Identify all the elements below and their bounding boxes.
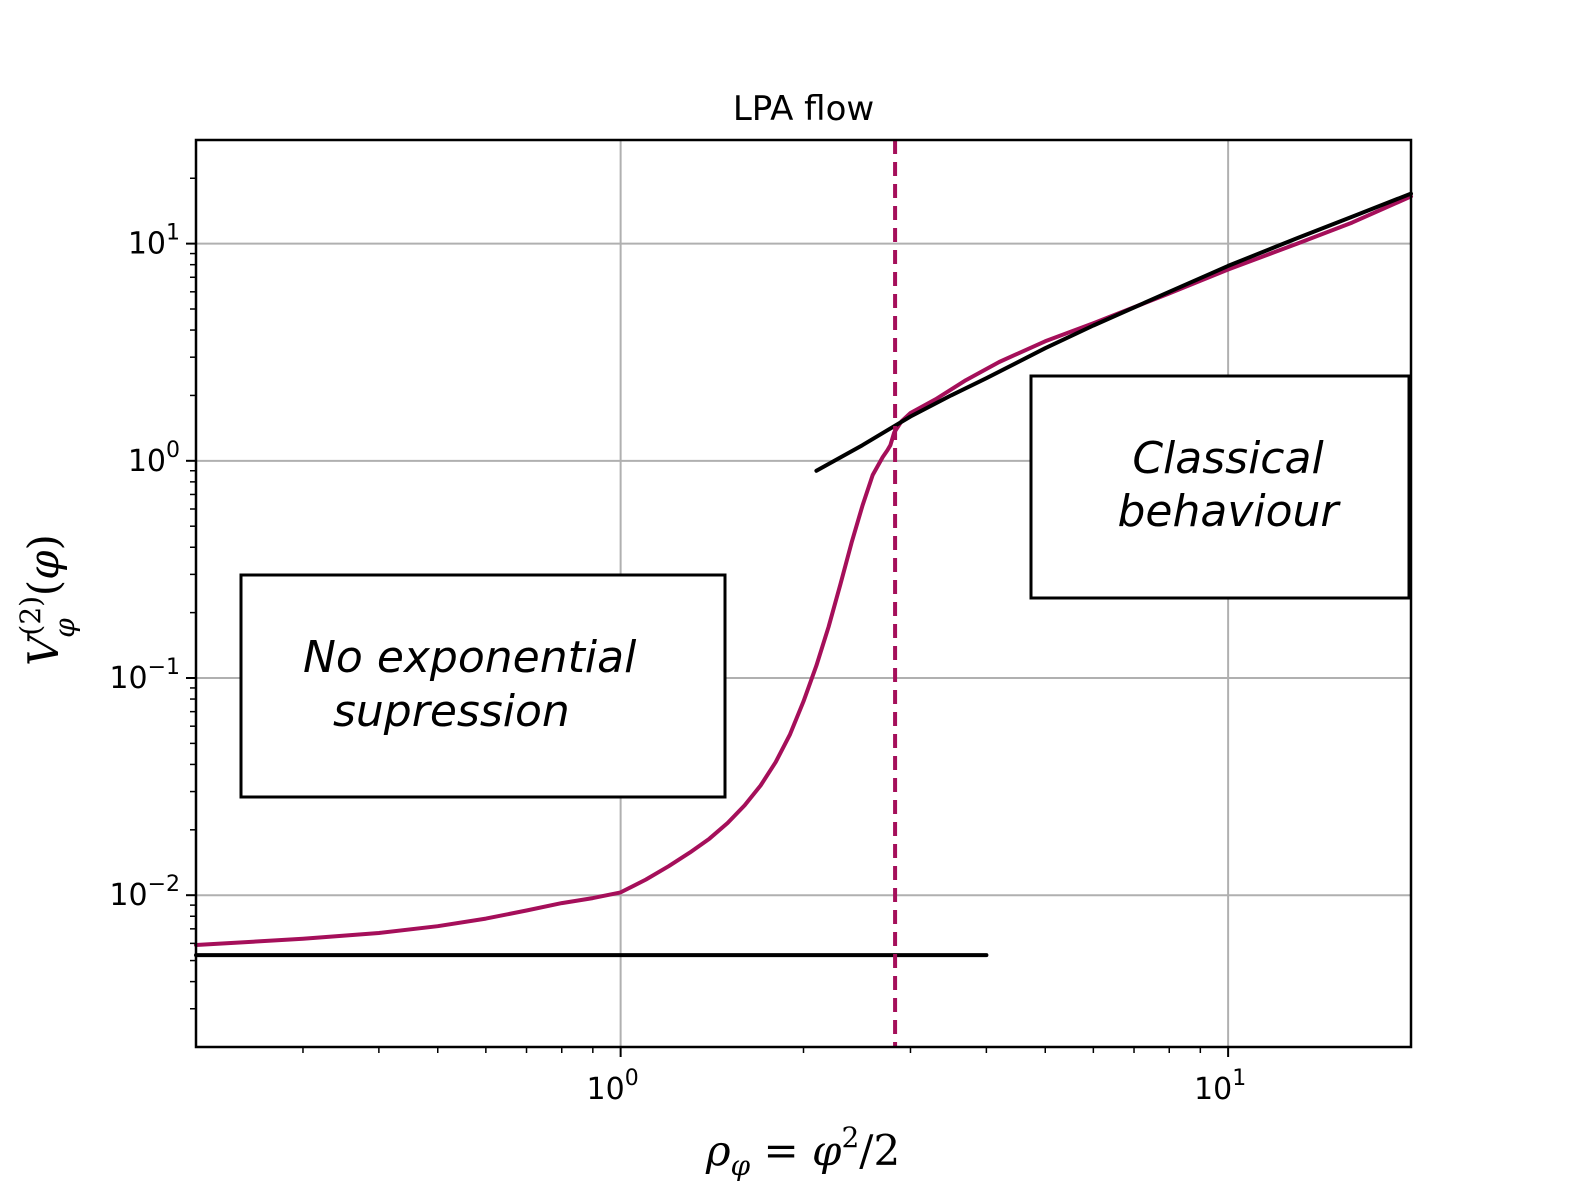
series-layer (194, 140, 1413, 1047)
x-axis-label-sub: φ (731, 1149, 751, 1182)
y-tick-label: 10−1 (109, 655, 180, 696)
y-axis-label-close: ) (19, 534, 68, 550)
annotation-text: behaviour (1117, 486, 1341, 537)
annotation-box (239, 573, 727, 799)
x-axis-label-rho: ρ (705, 1126, 731, 1175)
y-tick-base: 10 (128, 444, 166, 479)
x-tick-base: 10 (587, 1072, 625, 1107)
y-tick-exp: 0 (166, 438, 180, 463)
x-axis-label: ρφ = φ2/2 (705, 1121, 900, 1182)
y-axis-label-sup: (2) (14, 596, 47, 636)
y-axis-label-arg: ( (19, 580, 68, 596)
y-axis-label-phi: φ (19, 550, 68, 580)
annotation-box (1029, 374, 1411, 600)
y-axis-label: V(2)φ(φ) (14, 534, 81, 666)
y-tick-label: 101 (128, 221, 180, 262)
x-tick-base: 10 (1194, 1072, 1232, 1107)
y-tick-exp: 1 (166, 221, 180, 246)
x-tick-exp: 1 (1232, 1066, 1246, 1091)
annotation-text: supression (333, 686, 570, 737)
x-axis-label-div: /2 (859, 1126, 900, 1175)
x-axis-label-eq: = (750, 1126, 812, 1175)
chart-title: LPA flow (733, 89, 874, 129)
series-line-1 (194, 194, 1413, 947)
y-axis-label-v: V (19, 632, 68, 666)
x-tick-exp: 0 (625, 1066, 639, 1091)
x-tick-label: 101 (1194, 1066, 1246, 1107)
y-tick-exp: −1 (148, 655, 180, 680)
annotation-text: Classical (1132, 433, 1324, 484)
y-tick-label: 10−2 (109, 872, 180, 913)
y-axis-label-sub: φ (48, 618, 81, 638)
y-tick-base: 10 (109, 878, 147, 913)
y-tick-base: 10 (128, 227, 166, 262)
x-tick-label: 100 (587, 1066, 639, 1107)
y-tick-base: 10 (109, 661, 147, 696)
x-axis-label-phi: φ (812, 1126, 842, 1175)
series-line-2 (814, 191, 1413, 473)
y-tick-exp: −2 (148, 872, 180, 897)
annotation-text: No exponential (303, 632, 637, 683)
y-tick-label: 100 (128, 438, 180, 479)
x-axis-label-sup: 2 (841, 1121, 859, 1154)
